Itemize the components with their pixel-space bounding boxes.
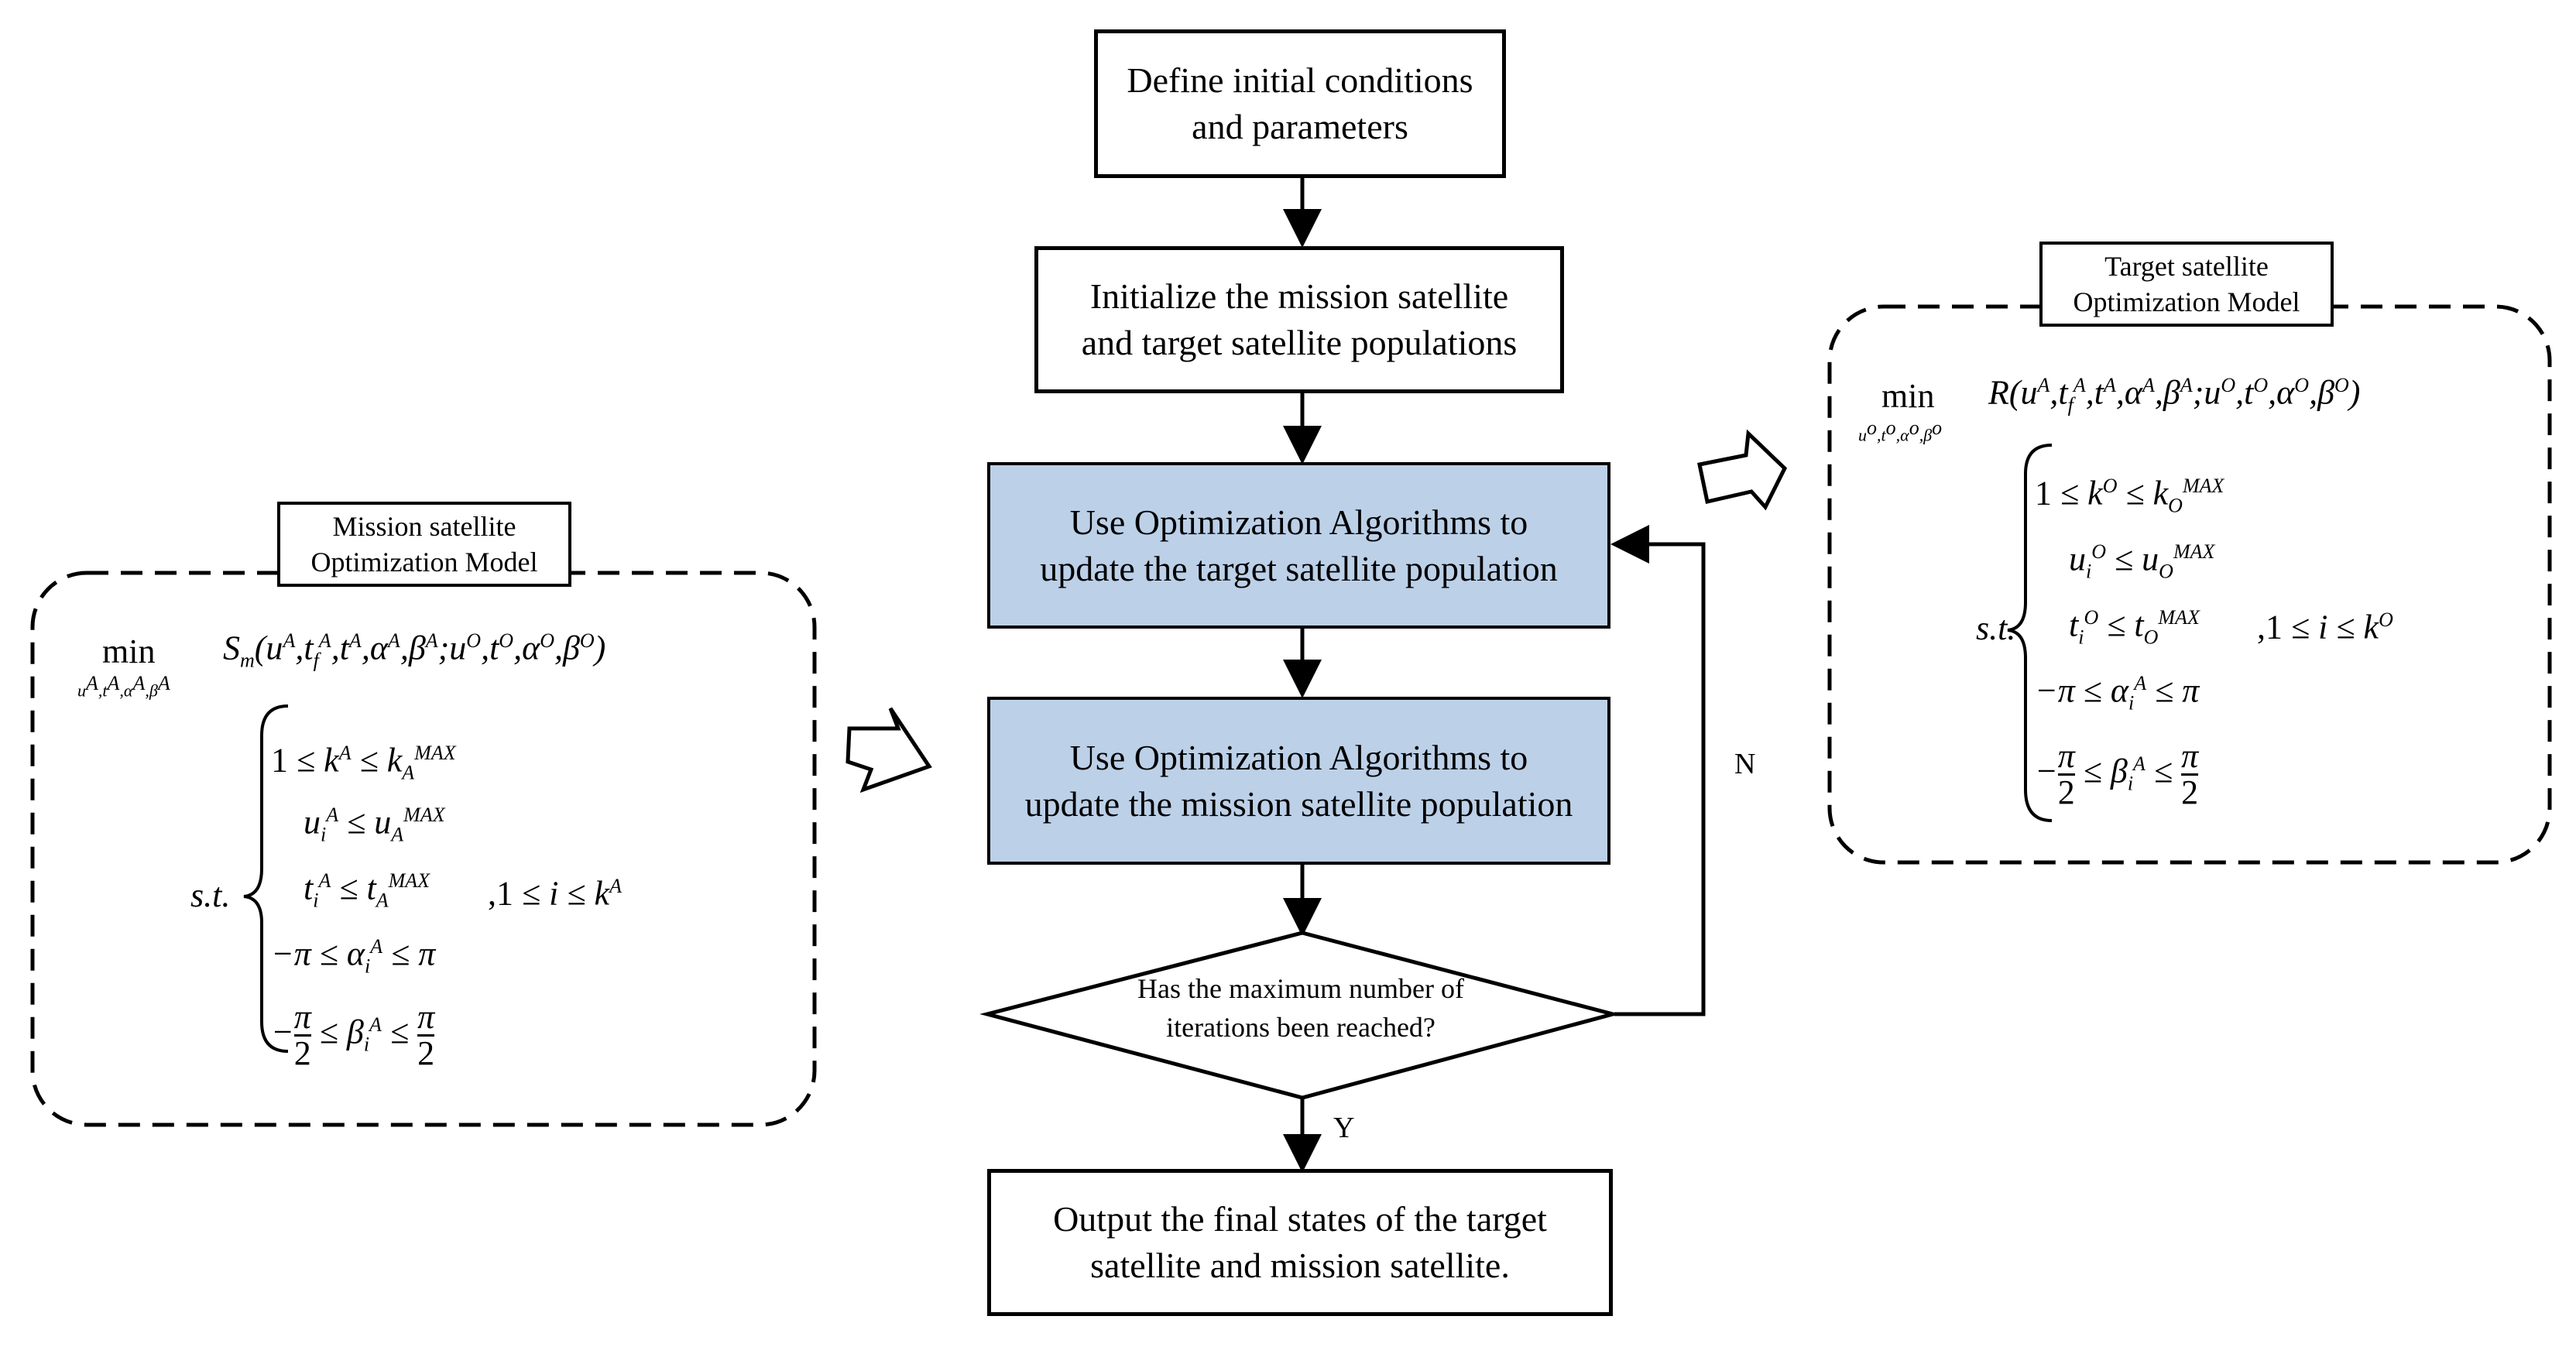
arrow-loop-back-no bbox=[1610, 525, 1706, 1016]
initialize-populations-box: Initialize the mission satellite and tar… bbox=[1034, 246, 1564, 393]
target-st-label: s.t. bbox=[1976, 609, 2016, 647]
mission-title-line-1: Mission satellite bbox=[332, 511, 516, 542]
target-objective-min: min bbox=[1881, 377, 1935, 415]
mission-model-panel bbox=[30, 571, 817, 1127]
decision-line-2: iterations been reached? bbox=[1166, 1012, 1435, 1043]
output-line-1: Output the final states of the target bbox=[1053, 1199, 1547, 1239]
mission-st-label: s.t. bbox=[190, 876, 231, 914]
define-line-2: and parameters bbox=[1192, 107, 1408, 146]
target-constraint-2: uiO ≤ uOMAX bbox=[2069, 540, 2215, 583]
initialize-line-1: Initialize the mission satellite bbox=[1089, 276, 1509, 316]
edge-label-yes: Y bbox=[1333, 1112, 1355, 1144]
decision-diamond bbox=[979, 931, 1621, 1100]
output-line-2: satellite and mission satellite. bbox=[1090, 1246, 1510, 1285]
mission-constraint-2: uiA ≤ uAMAX bbox=[304, 803, 445, 846]
define-line-1: Define initial conditions bbox=[1127, 60, 1473, 100]
mission-panel-title: Mission satellite Optimization Model bbox=[277, 502, 571, 587]
target-constraint-3: tiO ≤ tOMAX bbox=[2069, 605, 2200, 649]
mission-constraint-4: −π ≤ αiA ≤ π bbox=[271, 934, 436, 978]
target-objective-min-subscript: uo,to,αo,βo bbox=[1858, 416, 1943, 445]
update-target-population-box: Use Optimization Algorithms to update th… bbox=[987, 462, 1610, 629]
decision-text: Has the maximum number of iterations bee… bbox=[983, 969, 1618, 1047]
mission-constraint-1: 1 ≤ kA ≤ kAMAX bbox=[271, 741, 456, 784]
target-constraint-index: ,1 ≤ i ≤ kO bbox=[2257, 608, 2393, 646]
target-title-line-1: Target satellite bbox=[2104, 251, 2269, 282]
define-conditions-box: Define initial conditions and parameters bbox=[1094, 29, 1506, 178]
target-panel-title: Target satellite Optimization Model bbox=[2039, 242, 2334, 327]
target-model-panel bbox=[1827, 304, 2552, 865]
update-mission-line-2: update the mission satellite population bbox=[1024, 783, 1573, 824]
output-final-states-box: Output the final states of the target sa… bbox=[987, 1169, 1613, 1316]
update-target-line-1: Use Optimization Algorithms to bbox=[1069, 502, 1528, 542]
mission-constraint-3: tiA ≤ tAMAX bbox=[304, 869, 430, 912]
hollow-arrow-mission-to-flow bbox=[846, 707, 932, 793]
mission-objective-min: min bbox=[102, 632, 156, 670]
mission-constraint-brace bbox=[243, 704, 289, 1053]
update-target-line-2: update the target satellite population bbox=[1040, 548, 1558, 588]
update-mission-line-1: Use Optimization Algorithms to bbox=[1069, 737, 1528, 777]
initialize-line-2: and target satellite populations bbox=[1081, 323, 1518, 362]
target-constraint-brace bbox=[2007, 444, 2053, 822]
mission-objective-function: Sm(uA,tfA,tA,αA,βA;uO,tO,αO,βO) bbox=[223, 629, 606, 672]
hollow-arrow-target-to-flow bbox=[1697, 429, 1788, 511]
target-constraint-1: 1 ≤ kO ≤ kOMAX bbox=[2035, 474, 2224, 517]
mission-constraint-index: ,1 ≤ i ≤ kA bbox=[488, 874, 622, 913]
target-objective-function: R(uA,tfA,tA,αA,βA;uO,tO,αO,βO) bbox=[1988, 373, 2361, 416]
update-mission-population-box: Use Optimization Algorithms to update th… bbox=[987, 697, 1610, 865]
edge-label-no: N bbox=[1734, 748, 1756, 780]
target-constraint-4: −π ≤ αiA ≤ π bbox=[2035, 671, 2200, 715]
target-title-line-2: Optimization Model bbox=[2073, 286, 2300, 317]
decision-line-1: Has the maximum number of bbox=[1137, 973, 1464, 1004]
mission-title-line-2: Optimization Model bbox=[310, 547, 538, 578]
mission-objective-min-subscript: uA,tA,αA,βA bbox=[77, 672, 170, 701]
